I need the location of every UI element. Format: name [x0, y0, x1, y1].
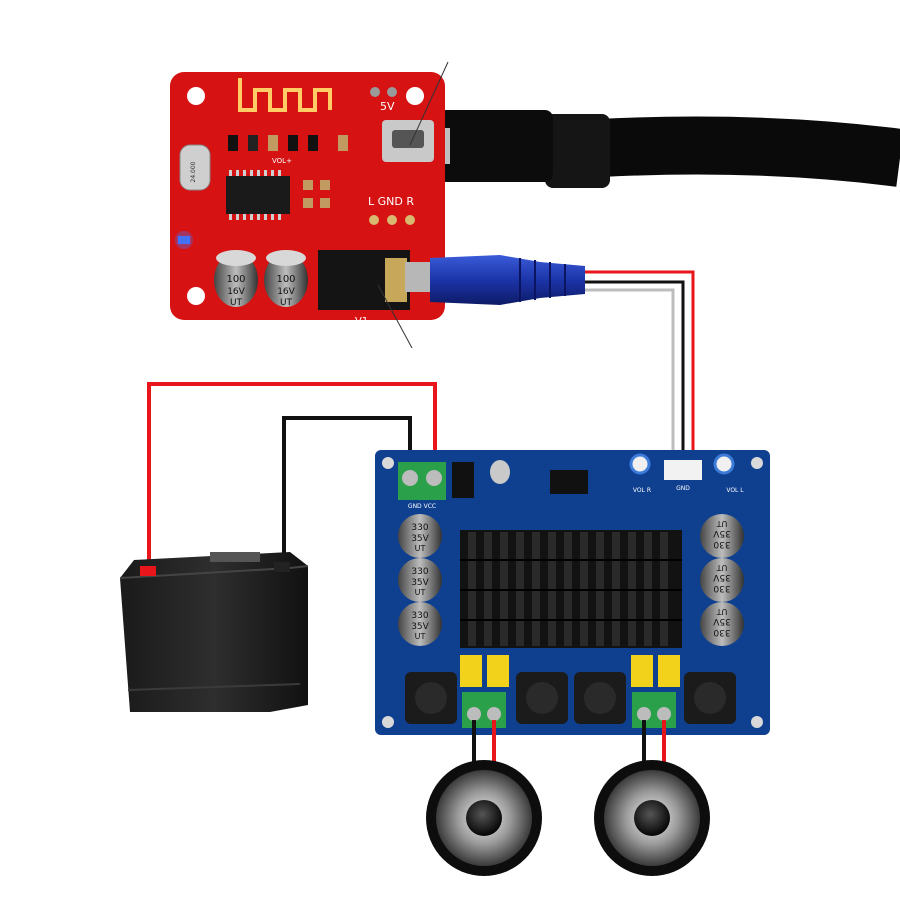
amp-cap-voltage: 35V: [411, 622, 429, 632]
pointer-line: [377, 284, 413, 349]
pointer-line: [409, 61, 449, 146]
speaker-right-icon: [594, 760, 710, 876]
pin-l: [369, 215, 379, 225]
amp-cap-series: UT: [415, 588, 426, 597]
amp-cap-voltage: 35V: [712, 572, 730, 582]
amp-capacitor-left-3: 330 35V UT: [398, 602, 442, 646]
signal-wires: [585, 270, 695, 462]
op-amp-ic: [550, 470, 588, 494]
amp-cap-voltage: 35V: [712, 528, 730, 538]
bluetooth-ic: [226, 176, 290, 214]
film-capacitor: [487, 655, 509, 687]
film-capacitor: [658, 655, 680, 687]
mount-hole-icon: [751, 457, 763, 469]
battery: [119, 552, 309, 712]
heatsink: [460, 530, 682, 648]
battery-positive-terminal: [140, 566, 156, 576]
cap-series: UT: [230, 298, 243, 308]
cap-series: UT: [280, 298, 293, 308]
mount-hole-icon: [406, 87, 424, 105]
amp-capacitor-right-1: 330 35V UT: [700, 514, 744, 558]
amp-cap-value: 330: [713, 539, 730, 549]
amp-capacitor-left-2: 330 35V UT: [398, 558, 442, 602]
pin-gnd: [387, 215, 397, 225]
film-capacitor: [460, 655, 482, 687]
amp-cap-series: UT: [717, 607, 728, 616]
amp-cap-series: UT: [717, 519, 728, 528]
crystal-label: 24.000: [190, 161, 197, 182]
bluetooth-module: 5V 24.000 VOL+ L GND R: [170, 61, 449, 349]
power-terminal-label: GND VCC: [408, 503, 436, 510]
speaker-left-icon: [426, 760, 542, 876]
amp-cap-voltage: 35V: [411, 534, 429, 544]
inductor: [574, 672, 626, 724]
status-led: [178, 236, 190, 244]
amp-cap-voltage: 35V: [712, 616, 730, 626]
speaker-terminal-left: [462, 692, 506, 728]
inductor: [405, 672, 457, 724]
amp-cap-value: 330: [713, 583, 730, 593]
amp-cap-voltage: 35V: [411, 578, 429, 588]
amp-cap-value: 330: [411, 523, 428, 533]
inductor: [516, 672, 568, 724]
amp-capacitor-right-2: 330 35V UT: [700, 558, 744, 602]
amplifier-board: GND VCC VOL R GND VOL L: [375, 450, 770, 735]
power-wires: [147, 382, 437, 568]
cap-value: 100: [226, 274, 245, 285]
cap-voltage: 16V: [277, 287, 295, 297]
vol-right-label: VOL R: [633, 487, 651, 494]
cap-value: 100: [276, 274, 295, 285]
amp-capacitor-left-1: 330 35V UT: [398, 514, 442, 558]
film-capacitor: [631, 655, 653, 687]
mount-hole-icon: [187, 87, 205, 105]
crystal-oscillator: [179, 144, 211, 191]
vol-label: VOL+: [272, 157, 292, 165]
mount-hole-icon: [751, 716, 763, 728]
pin-r: [405, 215, 415, 225]
output-pins-label: L GND R: [368, 195, 414, 208]
power-label: 5V: [380, 100, 395, 113]
amp-cap-value: 330: [411, 567, 428, 577]
amp-cap-series: UT: [415, 632, 426, 641]
capacitor-2: 100 16V UT: [264, 250, 308, 308]
mount-hole-icon: [382, 457, 394, 469]
capacitor-1: 100 16V UT: [214, 250, 258, 308]
amp-capacitor-right-3: 330 35V UT: [700, 602, 744, 646]
input-label: GND: [676, 485, 690, 492]
battery-negative-terminal: [274, 562, 290, 572]
inductor: [684, 672, 736, 724]
amp-cap-series: UT: [717, 563, 728, 572]
amp-cap-value: 330: [713, 627, 730, 637]
power-terminal: GND VCC: [398, 462, 446, 510]
volume-knob-left[interactable]: [713, 453, 735, 475]
mount-hole-icon: [382, 716, 394, 728]
input-header: [664, 460, 702, 480]
vol-left-label: VOL L: [726, 487, 744, 494]
jack-label: V1: [355, 316, 368, 327]
cap-voltage: 16V: [227, 287, 245, 297]
speaker-terminal-right: [632, 692, 676, 728]
mount-hole-icon: [187, 287, 205, 305]
audio-plug: [405, 255, 585, 305]
usb-cable: [432, 110, 900, 188]
amp-cap-series: UT: [415, 544, 426, 553]
amp-cap-value: 330: [411, 611, 428, 621]
antenna-trace: [238, 78, 332, 112]
volume-knob-right[interactable]: [629, 453, 651, 475]
diode: [452, 462, 474, 498]
